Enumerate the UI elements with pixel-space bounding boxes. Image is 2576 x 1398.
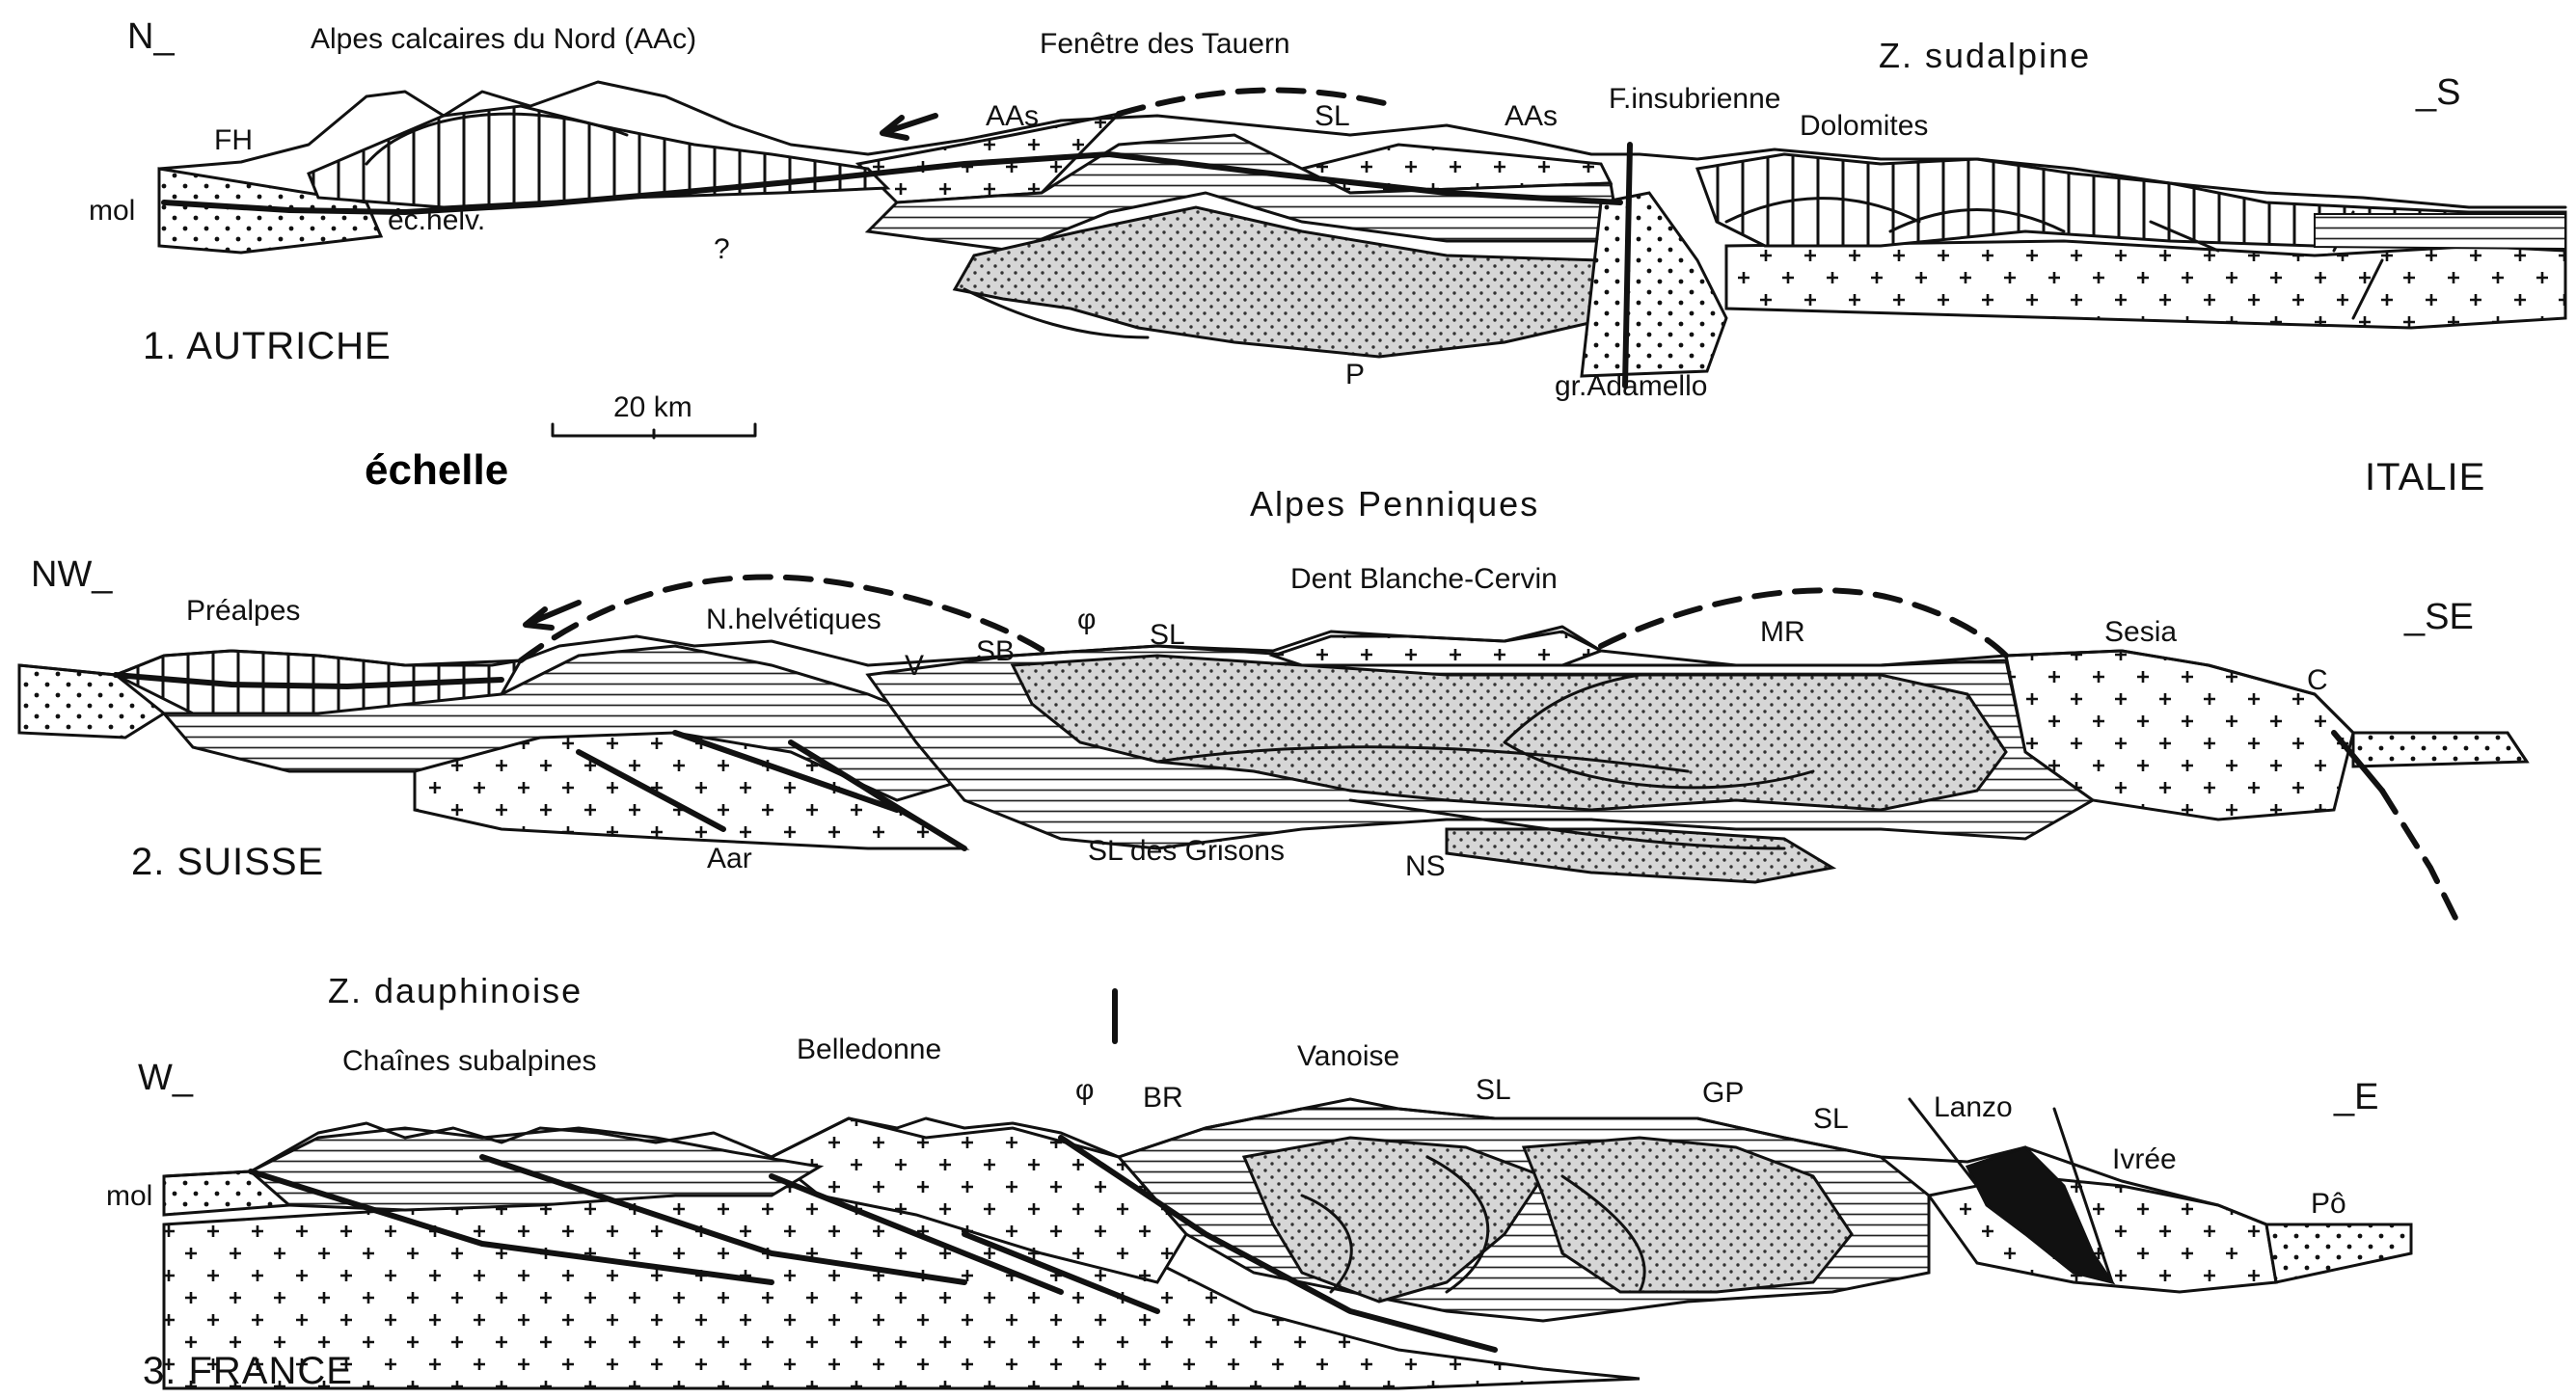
label-country-austria: 1. AUTRICHE xyxy=(143,325,392,367)
label-v: V xyxy=(905,650,924,682)
dir-east: _E xyxy=(2333,1077,2378,1117)
label-sl-switzerland: SL xyxy=(1150,619,1185,651)
label-subalpines: Chaînes subalpines xyxy=(342,1045,597,1077)
scale-bar-line xyxy=(553,424,755,438)
scale-bar: 20 km échelle xyxy=(365,391,755,494)
po-thin-beds xyxy=(2315,214,2565,249)
label-aac: Alpes calcaires du Nord (AAc) xyxy=(311,23,696,55)
label-italie: ITALIE xyxy=(2365,456,2485,498)
po-plain xyxy=(2266,1224,2411,1282)
label-aas-right: AAs xyxy=(1505,100,1558,132)
label-dentblanche: Dent Blanche-Cervin xyxy=(1290,563,1558,595)
label-aas-left: AAs xyxy=(986,100,1039,132)
label-ivree: Ivrée xyxy=(2112,1143,2177,1175)
label-dauphinoise: Z. dauphinoise xyxy=(328,971,583,1010)
label-belledonne: Belledonne xyxy=(797,1034,941,1065)
dir-west: W_ xyxy=(138,1058,194,1098)
label-gp: GP xyxy=(1702,1077,1744,1109)
label-sb: SB xyxy=(976,635,1015,667)
label-question: ? xyxy=(714,233,730,265)
label-phi-france: φ xyxy=(1075,1074,1094,1106)
canavese-dashed xyxy=(2382,791,2459,926)
label-prealpes: Préalpes xyxy=(186,595,300,627)
movement-arrow-austria xyxy=(882,116,935,138)
dir-north: N_ xyxy=(127,16,175,57)
label-penniques: Alpes Penniques xyxy=(1250,484,1539,524)
label-tauern: Fenêtre des Tauern xyxy=(1040,28,1290,60)
label-fh: FH xyxy=(214,124,253,156)
label-sl-france-left: SL xyxy=(1476,1074,1511,1106)
label-ns: NS xyxy=(1405,850,1446,882)
label-lanzo: Lanzo xyxy=(1934,1091,2013,1123)
dir-south: _S xyxy=(2415,72,2460,113)
label-vanoise: Vanoise xyxy=(1297,1040,1399,1072)
label-dolomites: Dolomites xyxy=(1800,110,1928,142)
label-c: C xyxy=(2307,664,2328,696)
label-sudalpine: Z. sudalpine xyxy=(1879,36,2091,75)
label-mr: MR xyxy=(1760,616,1805,648)
label-adamello: gr.Adamello xyxy=(1555,370,1707,402)
limestone-nappe-aac xyxy=(309,106,887,207)
adamello-granite xyxy=(1582,193,1726,376)
label-nhelv: N.helvétiques xyxy=(706,604,881,635)
label-po: Pô xyxy=(2311,1188,2346,1220)
label-aar: Aar xyxy=(707,843,752,874)
label-country-switzerland: 2. SUISSE xyxy=(131,841,324,883)
label-sesia: Sesia xyxy=(2104,616,2177,648)
label-echelv: éc.helv. xyxy=(388,204,485,236)
label-insubric: F.insubrienne xyxy=(1609,83,1780,115)
label-phi-switzerland: φ xyxy=(1077,604,1096,635)
movement-arrow-switzerland xyxy=(526,603,579,628)
southern-basement xyxy=(1726,241,2565,328)
label-slgrisons: SL des Grisons xyxy=(1088,835,1285,867)
label-sl-austria: SL xyxy=(1315,100,1350,132)
penninic-lower-switzerland xyxy=(1447,829,1832,882)
label-sl-france-right: SL xyxy=(1813,1103,1849,1135)
label-country-france: 3. FRANCE xyxy=(143,1350,353,1392)
section-austria xyxy=(159,82,2565,386)
label-p: P xyxy=(1345,359,1365,390)
dir-southeast: _SE xyxy=(2403,597,2474,637)
dir-northwest: NW_ xyxy=(31,554,113,595)
scale-caption: échelle xyxy=(365,446,508,494)
scale-label: 20 km xyxy=(613,391,692,423)
southern-sediments xyxy=(2353,733,2527,766)
label-br: BR xyxy=(1143,1082,1183,1114)
label-mol-france: mol xyxy=(106,1180,152,1212)
label-mol-austria: mol xyxy=(89,195,135,227)
